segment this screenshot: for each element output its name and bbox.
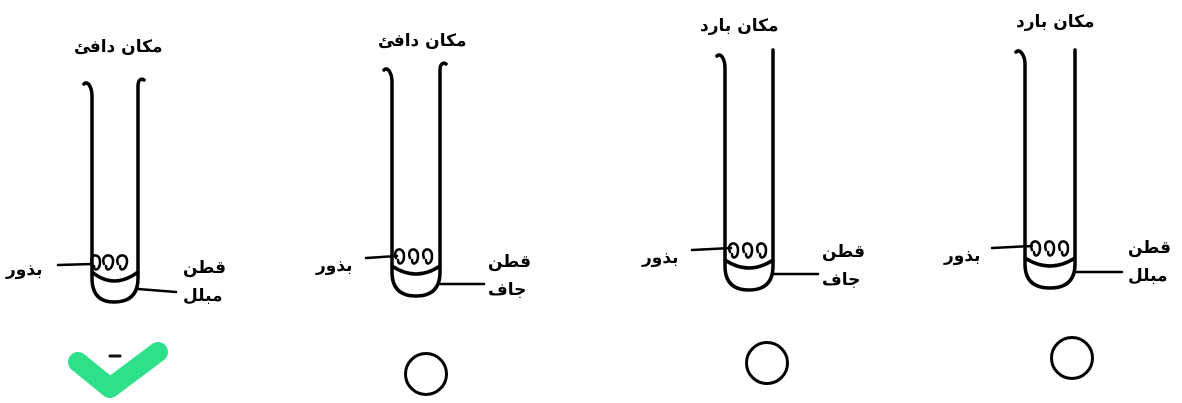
location-label-1: مكان دافئ xyxy=(74,37,163,57)
answer-option-4-radio[interactable] xyxy=(1050,336,1094,380)
cotton-label-2: قطن xyxy=(488,252,531,272)
seeds-label-2: بذور xyxy=(316,256,353,276)
location-label-4: مكان بارد xyxy=(1016,12,1095,32)
location-label-3: مكان بارد xyxy=(700,16,779,36)
seeds-3 xyxy=(727,242,768,259)
answer-option-3-radio[interactable] xyxy=(745,341,789,385)
pointer-lines-3 xyxy=(690,246,820,276)
pointer-lines-2 xyxy=(364,254,486,286)
answer-option-2-radio[interactable] xyxy=(404,352,448,396)
location-label-2: مكان دافئ xyxy=(378,31,467,51)
seeds-1 xyxy=(89,254,129,271)
seeds-4 xyxy=(1029,240,1070,257)
cotton-label-3: قطن xyxy=(822,242,865,262)
seeds-label-3: بذور xyxy=(642,248,679,268)
pointer-lines-1 xyxy=(56,262,178,294)
cotton-state-label-1: مبلل xyxy=(183,286,223,306)
cotton-state-label-2: جاف xyxy=(488,280,527,300)
test-tube-4 xyxy=(1014,48,1077,290)
seeds-2 xyxy=(393,248,434,265)
cotton-state-label-4: مبلل xyxy=(1128,266,1168,286)
seeds-label-1: بذور xyxy=(6,260,43,280)
test-tube-1 xyxy=(82,77,146,304)
answer-option-1-checkmark-icon[interactable] xyxy=(66,342,170,402)
test-tube-2 xyxy=(382,61,448,298)
cotton-label-1: قطن xyxy=(183,258,226,278)
cotton-state-label-3: جاف xyxy=(822,270,861,290)
cotton-label-4: قطن xyxy=(1128,238,1171,258)
test-tube-3 xyxy=(715,48,775,292)
pointer-lines-4 xyxy=(990,244,1124,274)
seeds-label-4: بذور xyxy=(944,246,981,266)
